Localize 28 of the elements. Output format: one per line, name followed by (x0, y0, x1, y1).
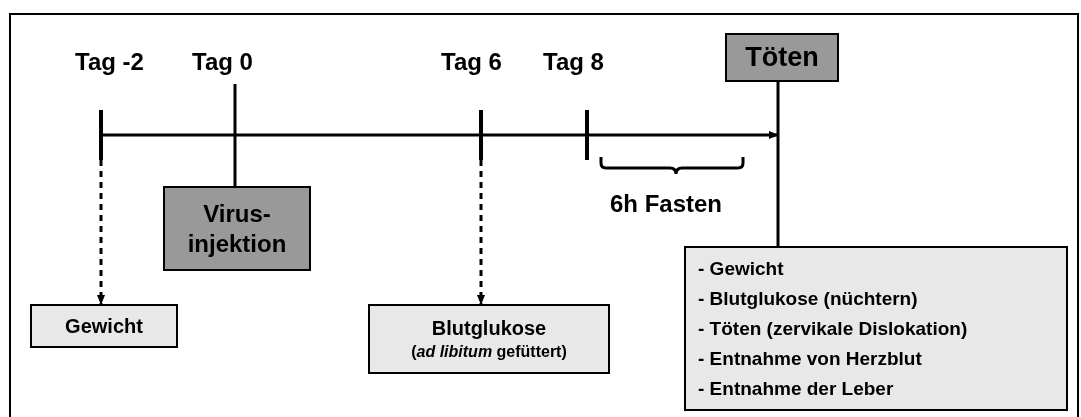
measurement-box (368, 304, 610, 374)
timeline-tick (585, 110, 589, 160)
list-item: - Entnahme der Leber (698, 376, 895, 401)
day-label: Tag 0 (192, 47, 253, 77)
list-item: - Blutglukose (nüchtern) (698, 286, 919, 311)
box-label: Virus- injektion (186, 198, 288, 259)
list-item: - Entnahme von Herzblut (698, 346, 923, 371)
list-item: - Gewicht (698, 256, 785, 281)
day-label: Tag 8 (543, 47, 604, 77)
box-label: Töten (745, 41, 819, 75)
day-label: Tag 6 (441, 47, 502, 77)
box-note: (ad libitum gefüttert) (411, 342, 567, 362)
measurement-list-box (684, 246, 1068, 411)
connector-line (776, 82, 780, 246)
box-label: Gewicht (65, 314, 143, 339)
day-label: Tag -2 (75, 47, 144, 77)
connector-line (233, 84, 237, 186)
box-title: Blutglukose (431, 316, 547, 341)
arrow (97, 160, 105, 305)
list-item: - Töten (zervikale Dislokation) (698, 316, 969, 341)
timeline-tick (99, 110, 103, 160)
event-box (725, 33, 839, 82)
arrow (103, 131, 779, 139)
timeline-tick (479, 110, 483, 160)
event-box (163, 186, 311, 271)
duration-label: 6h Fasten (610, 189, 723, 219)
arrow (477, 160, 485, 305)
measurement-box (30, 304, 178, 348)
